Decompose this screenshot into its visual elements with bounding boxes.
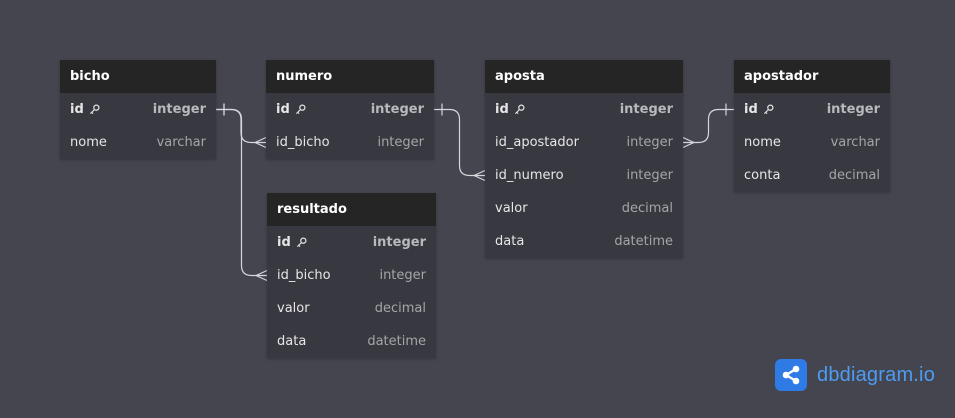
column-type: integer: [826, 102, 880, 117]
column-name-text: nome: [744, 135, 781, 150]
many-marker: [473, 169, 486, 177]
column-type: integer: [372, 235, 426, 250]
many-marker: [254, 136, 267, 144]
column-type: integer: [379, 268, 426, 283]
column-name: id_bicho: [276, 135, 330, 150]
column-name-text: id: [70, 102, 84, 117]
table-row[interactable]: id integer: [60, 93, 216, 126]
column-name-text: nome: [70, 135, 107, 150]
key-icon: [89, 104, 100, 115]
table-row[interactable]: nome varchar: [734, 126, 890, 159]
column-name: valor: [495, 201, 528, 216]
column-type: integer: [619, 102, 673, 117]
table-row[interactable]: data datetime: [267, 325, 436, 358]
column-name-text: id: [276, 102, 290, 117]
column-type: decimal: [828, 168, 880, 183]
column-name: nome: [70, 135, 107, 150]
table-row[interactable]: id_bicho integer: [267, 259, 436, 292]
column-type: decimal: [621, 201, 673, 216]
column-name-text: id_numero: [495, 168, 564, 183]
column-name: nome: [744, 135, 781, 150]
column-name-text: valor: [277, 301, 310, 316]
table-row[interactable]: id_numero integer: [485, 159, 683, 192]
column-name: id: [495, 102, 525, 117]
column-name-text: data: [277, 334, 307, 349]
brand-name: dbdiagram.io: [817, 363, 936, 386]
key-icon: [295, 104, 306, 115]
column-name: conta: [744, 168, 780, 183]
many-marker: [255, 269, 268, 277]
column-name: id: [277, 235, 307, 250]
table-row[interactable]: valor decimal: [485, 192, 683, 225]
column-name-text: conta: [744, 168, 781, 183]
table-row[interactable]: id_apostador integer: [485, 126, 683, 159]
column-name: valor: [277, 301, 310, 316]
many-marker: [473, 174, 486, 182]
table-header[interactable]: bicho: [60, 60, 216, 93]
table-header[interactable]: numero: [266, 60, 434, 93]
many-marker: [682, 141, 695, 149]
column-type: integer: [377, 135, 424, 150]
table-numero[interactable]: numero id integer id_bicho integer: [266, 60, 434, 159]
table-row[interactable]: id integer: [734, 93, 890, 126]
brand[interactable]: dbdiagram.io: [775, 359, 935, 391]
column-name: id_apostador: [495, 135, 579, 150]
relation-line: [434, 108, 485, 177]
column-type: datetime: [367, 334, 426, 349]
table-apostador[interactable]: apostador id integer nome varchar conta decima…: [734, 60, 890, 192]
column-name-text: data: [495, 234, 525, 249]
column-name-text: id_bicho: [277, 268, 331, 283]
share-nodes-icon: [775, 359, 807, 391]
table-row[interactable]: nome varchar: [60, 126, 216, 159]
column-name-text: id_apostador: [495, 135, 579, 150]
table-header[interactable]: apostador: [734, 60, 890, 93]
column-type: varchar: [156, 135, 206, 150]
column-type: integer: [626, 168, 673, 183]
relation-line: [683, 108, 734, 144]
key-icon: [763, 104, 774, 115]
column-type: integer: [370, 102, 424, 117]
many-marker: [254, 141, 267, 149]
key-icon: [296, 237, 307, 248]
column-name: id: [70, 102, 100, 117]
relation-line: [216, 108, 266, 144]
column-name-text: id: [744, 102, 758, 117]
column-type: integer: [152, 102, 206, 117]
table-resultado[interactable]: resultado id integer id_bicho integer valor de…: [267, 193, 436, 358]
many-marker: [255, 274, 268, 282]
column-name: data: [277, 334, 306, 349]
column-name-text: valor: [495, 201, 528, 216]
key-icon: [514, 104, 525, 115]
column-name: id_bicho: [277, 268, 331, 283]
column-name-text: id: [277, 235, 291, 250]
table-bicho[interactable]: bicho id integer nome varchar: [60, 60, 216, 159]
column-type: datetime: [614, 234, 673, 249]
table-row[interactable]: data datetime: [485, 225, 683, 258]
table-row[interactable]: id integer: [485, 93, 683, 126]
column-name: id_numero: [495, 168, 564, 183]
column-name-text: id: [495, 102, 509, 117]
table-header[interactable]: aposta: [485, 60, 683, 93]
column-type: varchar: [830, 135, 880, 150]
table-header[interactable]: resultado: [267, 193, 436, 226]
table-row[interactable]: id integer: [266, 93, 434, 126]
table-row[interactable]: id integer: [267, 226, 436, 259]
table-row[interactable]: conta decimal: [734, 159, 890, 192]
table-row[interactable]: id_bicho integer: [266, 126, 434, 159]
column-name: data: [495, 234, 524, 249]
column-type: decimal: [374, 301, 426, 316]
column-type: integer: [626, 135, 673, 150]
many-marker: [682, 136, 695, 144]
table-row[interactable]: valor decimal: [267, 292, 436, 325]
column-name-text: id_bicho: [276, 135, 330, 150]
column-name: id: [276, 102, 306, 117]
column-name: id: [744, 102, 774, 117]
relation-line: [216, 108, 267, 277]
